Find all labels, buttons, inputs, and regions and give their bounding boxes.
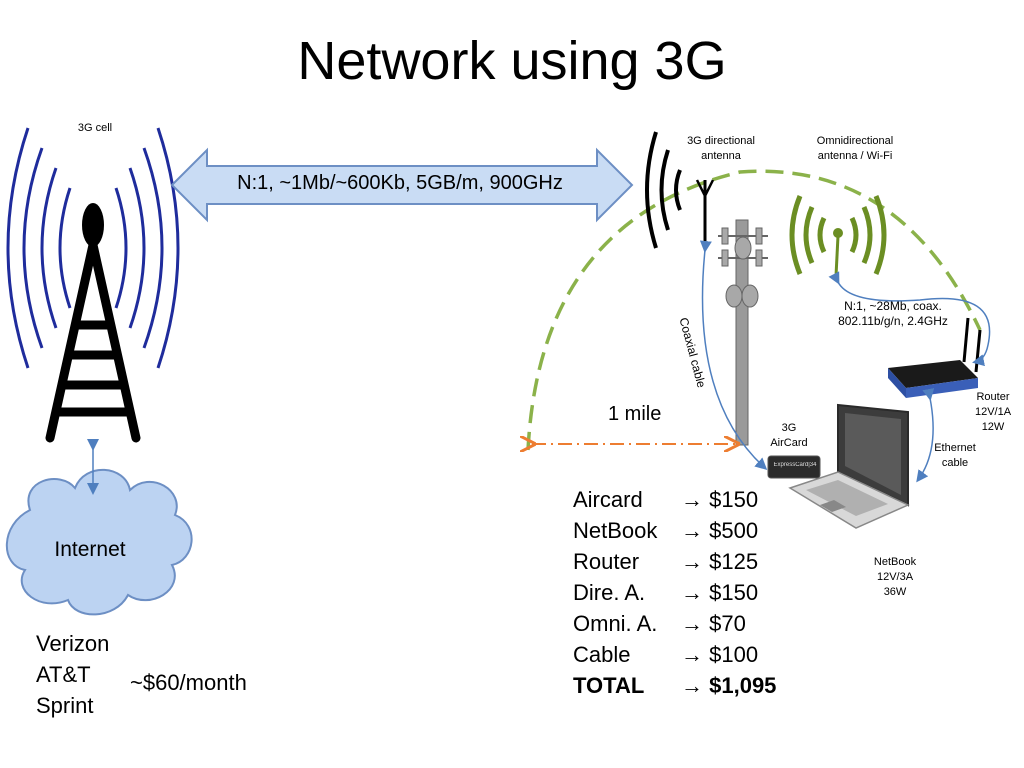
omni-antenna-label-line2: antenna / Wi-Fi [817, 150, 893, 162]
arrow-icon: → [681, 642, 703, 667]
aircard-label: 3G AirCard [762, 421, 816, 451]
omni-antenna-label-line1: Omnidirectional [816, 135, 894, 147]
cost-value: $100 [709, 642, 759, 667]
arrow-icon: → [681, 580, 703, 605]
directional-antenna-label-line2: antenna [701, 150, 741, 162]
omni-antenna-icon [789, 195, 887, 277]
carrier-att: AT&T [36, 662, 91, 687]
omni-antenna-label: Omnidirectional antenna / Wi-Fi [800, 134, 910, 164]
cost-item: NetBook [573, 518, 658, 543]
aircard-brand-text: ExpressCard|34 [773, 462, 817, 468]
wifi-spec-line2: 802.11b/g/n, 2.4GHz [838, 314, 948, 328]
aircard-label-line1: 3G [781, 422, 797, 434]
internet-label: Internet [54, 538, 126, 561]
cost-price: → $100 [681, 639, 758, 670]
ethernet-label-line1: Ethernet [934, 442, 976, 454]
page-title: Network using 3G [297, 31, 727, 91]
netbook-label-line1: NetBook [873, 556, 917, 568]
connector-cables [699, 240, 991, 483]
carrier-verizon: Verizon [36, 631, 110, 656]
link-spec-label: N:1, ~1Mb/~600Kb, 5GB/m, 900GHz [237, 172, 563, 194]
wifi-spec-label: N:1, ~28Mb, coax. 802.11b/g/n, 2.4GHz [818, 299, 968, 329]
netbook-icon [788, 403, 910, 529]
cost-value: $500 [709, 518, 759, 543]
cost-price: → $70 [681, 608, 746, 639]
cost-item: Cable [573, 642, 631, 667]
cost-price: → $1,095 [681, 670, 776, 701]
router-label-line2: 12V/1A [974, 406, 1012, 418]
router-label-line3: 12W [981, 421, 1005, 433]
cost-price: → $150 [681, 577, 758, 608]
carrier-sprint: Sprint [36, 693, 94, 718]
directional-antenna-icon [645, 131, 715, 249]
wifi-spec-line1: N:1, ~28Mb, coax. [844, 299, 942, 313]
antenna-pole-icon [718, 219, 768, 446]
cell-tower-icon [6, 127, 180, 443]
carrier-list: Verizon AT&T Sprint [36, 628, 109, 721]
aircard-icon [767, 455, 821, 479]
directional-antenna-label-line1: 3G directional [687, 135, 755, 147]
cost-value: $150 [709, 580, 759, 605]
distance-label: 1 mile [608, 403, 662, 425]
cost-price: → $150 [681, 484, 758, 515]
aircard-label-line2: AirCard [770, 437, 808, 449]
cell-signal-waves [6, 127, 180, 369]
cost-item: Aircard [573, 487, 643, 512]
cell-label: 3G cell [77, 122, 113, 134]
router-label: Router 12V/1A 12W [966, 390, 1020, 435]
cost-item: TOTAL [573, 673, 645, 698]
cost-value: $1,095 [709, 673, 777, 698]
arrow-icon: → [681, 611, 703, 636]
netbook-label: NetBook 12V/3A 36W [862, 555, 928, 600]
cost-price: → $125 [681, 546, 758, 577]
cost-value: $150 [709, 487, 759, 512]
netbook-label-line3: 36W [883, 586, 907, 598]
arrow-icon: → [681, 673, 703, 698]
link-double-arrow [170, 147, 634, 223]
arrow-icon: → [681, 487, 703, 512]
netbook-label-line2: 12V/3A [876, 571, 914, 583]
range-arc [526, 169, 982, 451]
ethernet-label-line2: cable [941, 457, 969, 469]
router-icon [888, 317, 982, 398]
ethernet-cable-label: Ethernet cable [926, 441, 984, 471]
cost-value: $125 [709, 549, 759, 574]
monthly-price: ~$60/month [130, 670, 247, 695]
cost-item: Router [573, 549, 640, 574]
arrow-icon: → [681, 549, 703, 574]
cost-price: → $500 [681, 515, 758, 546]
cost-item: Omni. A. [573, 611, 658, 636]
router-label-line1: Router [976, 391, 1010, 403]
cost-item: Dire. A. [573, 580, 646, 605]
directional-antenna-label: 3G directional antenna [676, 134, 766, 164]
arrow-icon: → [681, 518, 703, 543]
cost-value: $70 [709, 611, 746, 636]
